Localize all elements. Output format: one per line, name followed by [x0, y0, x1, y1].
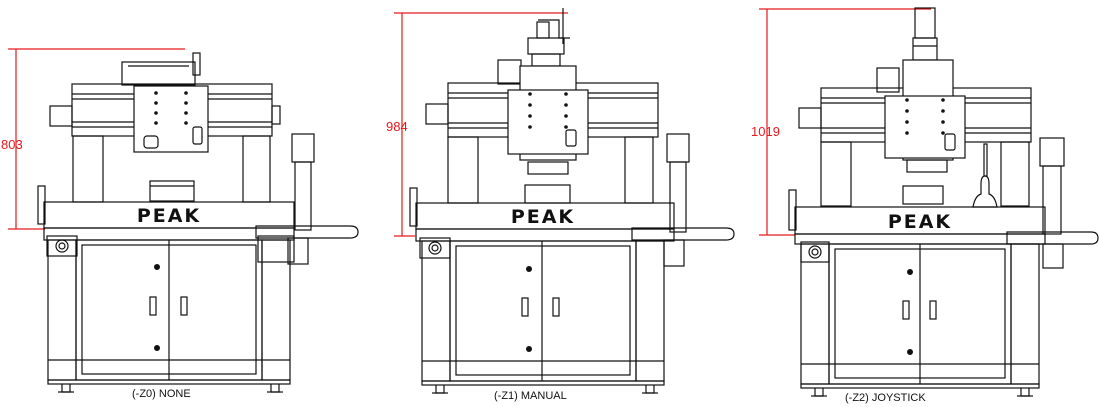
left-column	[447, 136, 479, 204]
motor-box	[497, 59, 522, 85]
right-leg	[635, 240, 665, 382]
crank-handle	[192, 52, 201, 76]
tool-holder	[149, 180, 195, 202]
right-foot	[270, 384, 280, 393]
tool-holder	[902, 185, 944, 205]
side-shelf	[255, 225, 359, 239]
brand-label: PEAK	[888, 211, 952, 233]
joystick	[972, 175, 998, 208]
right-column	[624, 136, 654, 204]
right-foot	[645, 385, 655, 394]
right-leg	[1010, 243, 1040, 385]
door-knob-top	[526, 266, 532, 272]
left-foot	[814, 388, 824, 397]
tool-holder	[524, 184, 571, 204]
door-knob-bottom	[907, 349, 913, 355]
side-post	[294, 161, 312, 231]
machine-z1: PEAK 984 (-Z1) MANUAL	[370, 0, 735, 407]
z-motor	[527, 37, 565, 55]
machine-z0-drawing: PEAK	[8, 48, 359, 393]
machine-z1-drawing: PEAK	[394, 8, 735, 394]
side-post	[1042, 165, 1062, 235]
config-caption: (-Z2) JOYSTICK	[845, 392, 926, 404]
door-knob-bottom	[154, 345, 160, 351]
motor-box	[876, 67, 900, 93]
side-shelf	[1006, 231, 1099, 245]
left-leg	[47, 239, 77, 381]
left-column	[72, 135, 104, 203]
side-shelf	[631, 227, 735, 241]
left-foot	[61, 384, 71, 393]
door-knob-top	[154, 264, 160, 270]
brand-label: PEAK	[511, 206, 575, 228]
config-caption: (-Z1) MANUAL	[494, 390, 567, 402]
machine-z2-drawing: PEAK	[759, 7, 1099, 397]
left-foot	[435, 385, 445, 394]
height-dimension: 1019	[751, 124, 780, 139]
cabinet-body	[449, 240, 637, 382]
crank-hub	[536, 21, 550, 39]
manual-crank	[538, 19, 570, 39]
left-column	[820, 141, 852, 207]
left-leg	[800, 243, 830, 385]
machine-z0: PEAK 803 (-Z0) NONE	[0, 0, 370, 407]
door-knob-bottom	[526, 346, 532, 352]
z-motor	[914, 7, 936, 39]
right-leg	[261, 239, 291, 381]
side-post-cap	[666, 133, 690, 163]
carriage	[133, 85, 209, 153]
control-box	[46, 235, 78, 257]
brand-label: PEAK	[137, 205, 201, 227]
door-knob-top	[907, 269, 913, 275]
side-post	[669, 161, 687, 233]
right-column	[242, 135, 271, 203]
side-post-cap	[291, 133, 315, 163]
height-dimension: 803	[1, 137, 23, 152]
right-column	[1000, 141, 1030, 207]
config-caption: (-Z0) NONE	[132, 388, 191, 400]
left-leg	[421, 240, 451, 382]
height-dimension: 984	[386, 119, 408, 134]
side-post-cap	[1039, 137, 1065, 167]
right-foot	[1020, 388, 1030, 397]
control-box	[800, 241, 830, 263]
machine-z2: PEAK 1019 (-Z2) JOYSTICK	[735, 0, 1099, 407]
motor-box	[121, 61, 196, 86]
